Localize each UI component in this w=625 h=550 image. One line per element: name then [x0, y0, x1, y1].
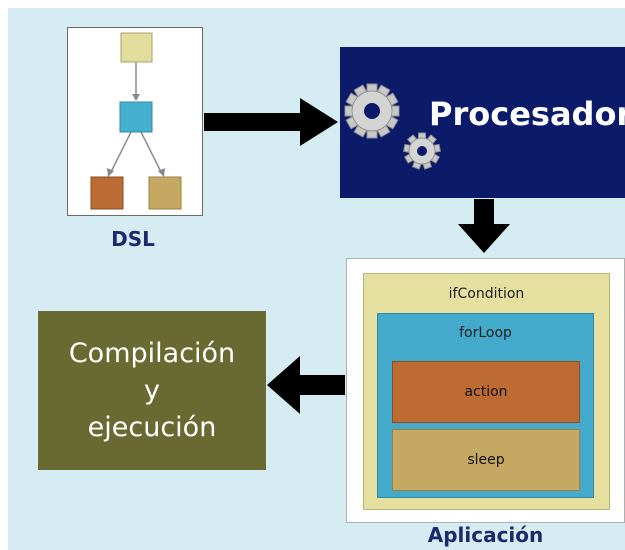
action-label: action [464, 384, 508, 400]
tree-right-leaf-node [148, 176, 182, 210]
compilation-line-2: y [144, 375, 160, 406]
sleep-block: sleep [392, 429, 580, 491]
tree-arrowhead [107, 168, 114, 177]
sleep-label: sleep [467, 452, 505, 468]
arrow-left-icon [267, 356, 345, 414]
tree-arrowhead [132, 94, 140, 101]
processor-label: Procesador [429, 95, 625, 133]
large-gear-icon [344, 83, 400, 139]
tree-middle-node [119, 101, 153, 133]
compilation-line-3: ejecución [87, 412, 217, 443]
dsl-label: DSL [111, 227, 155, 251]
tree-edge [140, 131, 162, 173]
for-loop-label: forLoop [459, 325, 512, 341]
tree-edge [110, 131, 132, 173]
arrow-down-icon [458, 199, 510, 253]
arrow-right-icon [204, 98, 338, 146]
small-gear-icon [403, 132, 441, 170]
tree-left-leaf-node [90, 176, 124, 210]
action-block: action [392, 361, 580, 423]
if-condition-label: ifCondition [448, 286, 525, 302]
compilation-box: Compilación y ejecución [38, 311, 266, 470]
compilation-line-1: Compilación [68, 338, 236, 369]
application-label: Aplicación [427, 523, 544, 547]
tree-root-node [120, 32, 153, 63]
tree-arrowhead [158, 168, 165, 177]
